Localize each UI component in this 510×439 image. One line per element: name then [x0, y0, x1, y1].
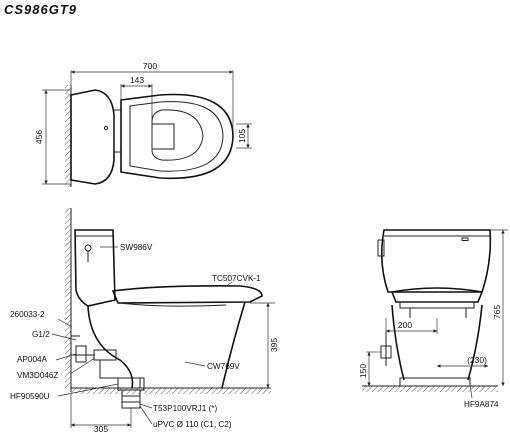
top-view: 700 143 456 105 [34, 61, 252, 187]
dimension-456: 456 [34, 130, 44, 144]
label-vm3d046z: VM3D046Z [17, 371, 58, 380]
top-view-hinge [113, 109, 122, 153]
side-view: SW986V TC507CVK-1 CW769V 260033-2 G1/2 A… [10, 208, 279, 434]
flush-lever-icon [84, 244, 92, 252]
top-view-wall [65, 85, 71, 187]
angle-valve-icon [75, 345, 87, 363]
dimension-765: 765 [492, 305, 502, 319]
label-cw769v: CW769V [207, 362, 240, 371]
label-sw986v: SW986V [120, 243, 153, 252]
dimension-230: (230) [467, 355, 487, 365]
front-flush-lever-icon [377, 239, 385, 257]
label-hf90590u: HF90590U [10, 392, 50, 401]
front-view-seat [390, 287, 484, 303]
label-hf9a874: HF9A874 [464, 400, 499, 409]
side-view-floor [71, 388, 271, 394]
dimension-305: 305 [94, 424, 108, 434]
dimension-700: 700 [143, 61, 157, 71]
side-view-bowl-front [221, 301, 246, 389]
supply-hose [93, 349, 117, 361]
model-title: CS986GT9 [4, 2, 78, 17]
label-260033-2: 260033-2 [10, 310, 45, 319]
front-view-bowl-right [467, 304, 483, 381]
dimension-200: 200 [398, 320, 412, 330]
front-view-bowl-left [391, 304, 405, 381]
front-view-tank [380, 229, 492, 293]
label-upvc-110: uPVC Ø 110 (C1, C2) [153, 420, 232, 429]
label-g1-2: G1/2 [32, 330, 50, 339]
label-tc507cvk: TC507CVK-1 [212, 274, 261, 283]
top-view-bowl-opening [151, 123, 175, 150]
front-view: 765 200 150 (230) HF9A874 [358, 229, 508, 409]
side-view-tank [74, 229, 116, 307]
top-view-tank [70, 89, 115, 185]
front-view-base [399, 377, 471, 387]
side-view-bowl-back [87, 305, 134, 389]
label-t53p100vrj1: T53P100VRJ1 (*) [153, 404, 217, 413]
dimension-150: 150 [358, 364, 368, 378]
label-ap004a: AP004A [17, 355, 48, 364]
side-view-seat [111, 285, 263, 304]
dimension-395: 395 [269, 338, 279, 352]
top-view-seat [120, 93, 234, 180]
dimension-105: 105 [237, 129, 247, 143]
dimension-143: 143 [130, 75, 144, 85]
side-view-wall [65, 208, 71, 388]
front-view-floor [362, 386, 498, 392]
